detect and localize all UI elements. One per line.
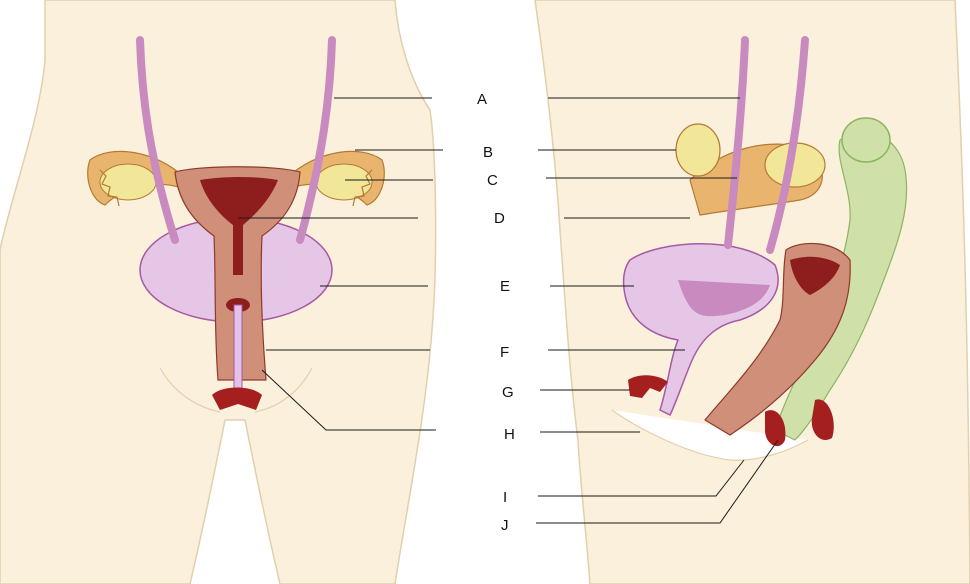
label-g: G (502, 384, 514, 401)
label-j: J (501, 517, 509, 534)
callout-labels: A B C D E F G H I J (477, 91, 515, 534)
label-a: A (477, 91, 487, 108)
intestine-lumen (842, 118, 890, 162)
label-h: H (504, 426, 515, 443)
label-b: B (483, 144, 493, 161)
label-e: E (500, 278, 510, 295)
frontal-view (0, 0, 436, 584)
label-c: C (487, 172, 498, 189)
label-d: D (494, 210, 505, 227)
label-f: F (500, 344, 509, 361)
vaginal-canal (234, 305, 242, 390)
label-i: I (503, 489, 507, 506)
ovary-sagittal-front (676, 124, 720, 176)
